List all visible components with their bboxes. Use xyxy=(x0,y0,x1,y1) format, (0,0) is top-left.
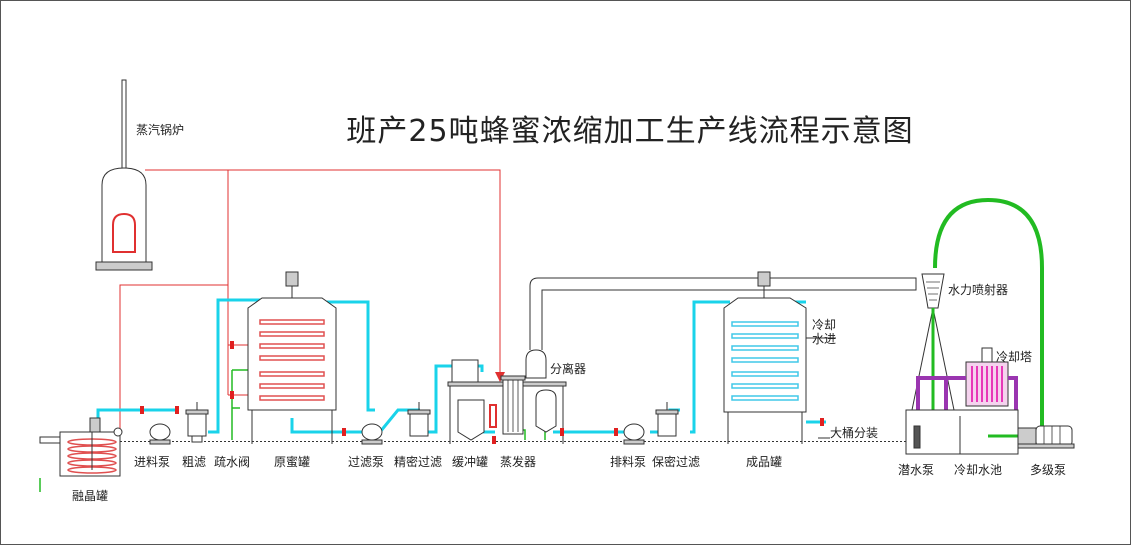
steam-boiler xyxy=(95,79,153,271)
melting-tank xyxy=(39,417,123,477)
floor-line xyxy=(110,441,910,444)
cooling-pool-label: 冷却水池 xyxy=(954,463,1002,477)
raw-honey-tank xyxy=(247,271,337,444)
honey-lines xyxy=(96,298,806,434)
cooling-water-in-label-2: 水进 xyxy=(812,332,836,346)
cooling-pool xyxy=(905,409,1019,455)
cooling-water-in-label-1: 冷却 xyxy=(812,318,836,332)
separator-label: 分离器 xyxy=(550,361,586,376)
melting-tank-label: 融晶罐 xyxy=(72,489,108,503)
separator xyxy=(525,277,917,433)
coarse-filter xyxy=(185,402,209,443)
multistage-pump xyxy=(1017,425,1075,449)
submersible-pump-label: 潜水泵 xyxy=(898,463,934,477)
safety-filter xyxy=(655,402,679,437)
buffer-tank-label: 缓冲罐 xyxy=(452,454,488,469)
discharge-pump-label: 排料泵 xyxy=(610,455,646,469)
cooling-tower-label: 冷却塔 xyxy=(996,350,1032,364)
multistage-pump-label: 多级泵 xyxy=(1030,463,1066,477)
safety-filter-label: 保密过滤 xyxy=(652,454,700,469)
coarse-filter-label: 粗滤 xyxy=(182,455,206,469)
raw-honey-tank-label: 原蜜罐 xyxy=(274,454,310,469)
feed-pump-label: 进料泵 xyxy=(134,455,170,469)
product-tank-label: 成品罐 xyxy=(746,455,782,469)
ejector-water-loop xyxy=(933,197,1044,430)
steam-arrow xyxy=(495,372,505,382)
evaporator xyxy=(489,375,526,435)
cooling-tower xyxy=(965,347,1009,407)
filter-pump xyxy=(361,423,383,445)
cooling-tower-pipes xyxy=(916,376,1018,410)
fine-filter xyxy=(407,402,431,437)
valves xyxy=(140,341,824,444)
filter-pump-label: 过滤泵 xyxy=(348,455,384,469)
fine-filter-label: 精密过滤 xyxy=(394,454,442,469)
product-tank xyxy=(723,271,836,444)
bucket-packing-label: 大桶分装 xyxy=(830,425,878,440)
evaporator-label: 蒸发器 xyxy=(500,454,536,469)
feed-pump xyxy=(149,423,171,445)
boiler-label: 蒸汽锅炉 xyxy=(136,122,184,137)
drain-valve-label: 疏水阀 xyxy=(214,454,250,469)
water-ejector-label: 水力喷射器 xyxy=(948,282,1008,297)
discharge-pump xyxy=(623,423,645,445)
diagram-title: 班产25吨蜂蜜浓缩加工生产线流程示意图 xyxy=(346,114,913,149)
